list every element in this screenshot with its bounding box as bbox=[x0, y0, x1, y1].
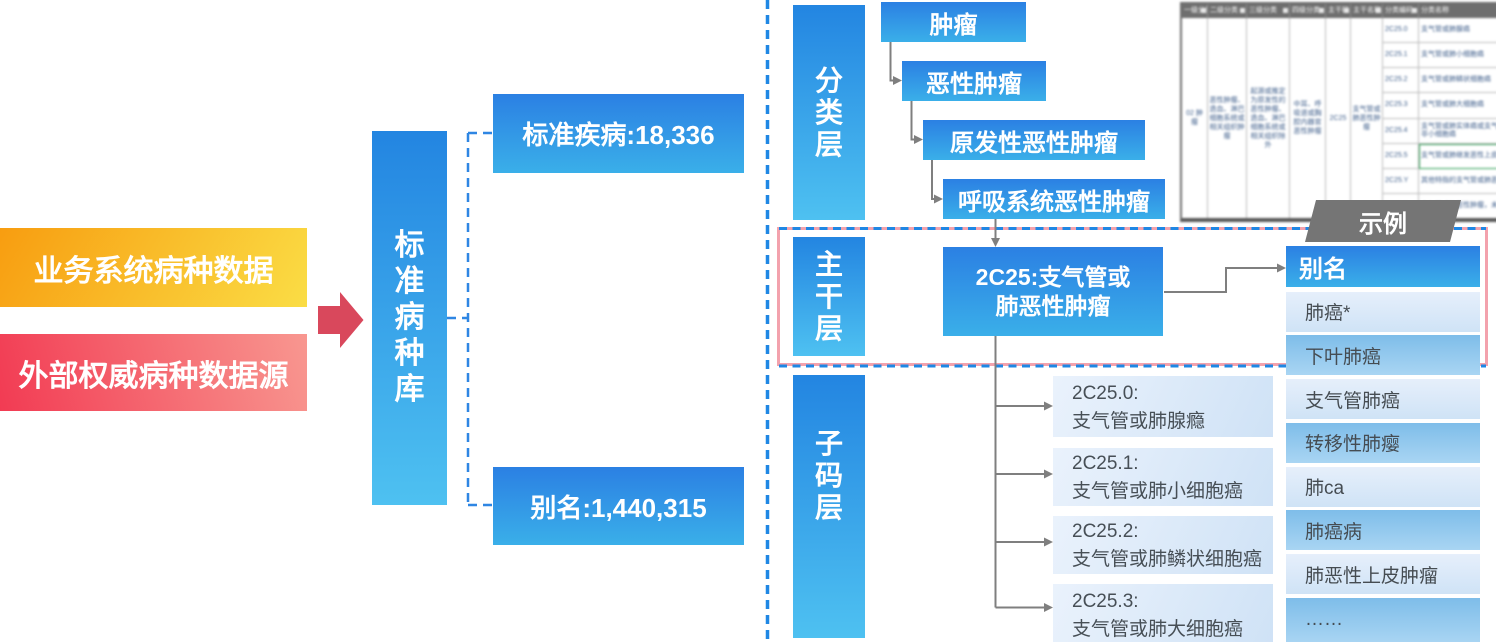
sample-table-header: 分类名称 bbox=[1419, 4, 1496, 18]
sample-table-cell: 支气管或肺实体癌或支气管或肺非小细胞癌 bbox=[1419, 119, 1496, 144]
layer-box-subcode: 子码层 bbox=[793, 375, 865, 638]
tree-node-malignant-tumor-label: 恶性肿瘤 bbox=[926, 70, 1022, 98]
sample-table-cell: 2C25 bbox=[1326, 18, 1351, 218]
alias-panel-header: 别名 bbox=[1286, 246, 1480, 287]
alias-item-label: 肺癌病 bbox=[1305, 521, 1363, 543]
sample-table-header: 二级分类 bbox=[1208, 4, 1247, 18]
sample-table-name-column: 支气管或肺腺癌 支气管或肺小细胞癌 支气管或肺鳞状细胞癌 支气管或肺大细胞癌 支… bbox=[1419, 18, 1496, 218]
tree-node-primary-malignant: 原发性恶性肿瘤 bbox=[923, 120, 1145, 160]
subcode-code: 2C25.2: bbox=[1072, 521, 1139, 542]
layer-box-subcode-label: 子码层 bbox=[814, 427, 843, 523]
alias-item: 下叶肺癌 bbox=[1286, 335, 1480, 376]
alias-item: …… bbox=[1286, 597, 1480, 642]
alias-item: 肺ca bbox=[1286, 466, 1480, 507]
tree-node-tumor: 肿瘤 bbox=[881, 2, 1026, 42]
layer-box-classification: 分类层 bbox=[793, 5, 865, 220]
tree-node-respiratory-malignant: 呼吸系统恶性肿瘤 bbox=[943, 179, 1165, 219]
sample-table-cell: 恶性肿瘤、造血、淋巴细胞系统或相关组织肿瘤 bbox=[1208, 18, 1247, 218]
source-box-business-label: 业务系统病种数据 bbox=[33, 254, 274, 288]
subcode-box-2c25-3: 2C25.3: 支气管或肺大细胞癌 bbox=[1053, 584, 1273, 642]
layer-box-trunk-label: 主干层 bbox=[814, 248, 843, 344]
standard-database-label: 标准病种库 bbox=[394, 229, 425, 406]
subcode-name: 支气管或肺鳞状细胞癌 bbox=[1072, 549, 1263, 570]
sample-table-cell: 支气管或肺腺癌 bbox=[1419, 18, 1496, 44]
source-box-external-label: 外部权威病种数据源 bbox=[18, 359, 289, 393]
subcode-name: 支气管或肺小细胞癌 bbox=[1072, 481, 1244, 502]
alias-item: 转移性肺瘿 bbox=[1286, 422, 1480, 463]
subcode-box-2c25-1: 2C25.1: 支气管或肺小细胞癌 bbox=[1053, 448, 1273, 506]
sample-table-cell: 支气管或肺鳞状细胞癌 bbox=[1419, 68, 1496, 94]
sample-table-screenshot: 一级分类 二级分类 三级分类 四级分类 主干码 主干名称 分类编码 分类名称 0… bbox=[1180, 2, 1496, 222]
tree-node-respiratory-malignant-label: 呼吸系统恶性肿瘤 bbox=[958, 188, 1150, 216]
sample-table-cell: 2C25.5 bbox=[1383, 144, 1418, 169]
alias-item-label: …… bbox=[1305, 609, 1343, 631]
subcode-code: 2C25.3: bbox=[1072, 591, 1139, 612]
standard-database-box: 标准病种库 bbox=[372, 131, 447, 505]
sample-table-cell: 其他特指的支气管或肺恶性肿瘤 bbox=[1419, 169, 1496, 194]
tree-node-primary-malignant-label: 原发性恶性肿瘤 bbox=[950, 129, 1118, 157]
trunk-node-line1: 2C25:支气管或 bbox=[975, 263, 1131, 290]
layer-box-classification-label: 分类层 bbox=[814, 64, 843, 160]
sample-table-header: 三级分类 bbox=[1247, 4, 1290, 18]
source-box-external: 外部权威病种数据源 bbox=[0, 334, 307, 411]
sample-table-cell: 支气管或肺继发恶性上皮肿瘤 bbox=[1419, 143, 1496, 169]
standard-disease-count-label: 标准疾病:18,336 bbox=[522, 120, 715, 150]
sample-table-cell: 支气管或肺大细胞癌 bbox=[1419, 93, 1496, 119]
subcode-code: 2C25.0: bbox=[1072, 382, 1139, 404]
tree-node-malignant-tumor: 恶性肿瘤 bbox=[902, 61, 1046, 101]
sample-table-cell: 2C25.3 bbox=[1383, 93, 1418, 119]
alias-item: 支气管肺癌 bbox=[1286, 379, 1480, 419]
standard-disease-count-box: 标准疾病:18,336 bbox=[493, 94, 744, 173]
subcode-name: 支气管或肺腺瘾 bbox=[1072, 410, 1206, 432]
alias-item-label: 肺恶性上皮肿瘤 bbox=[1305, 565, 1439, 587]
source-box-business: 业务系统病种数据 bbox=[0, 228, 307, 307]
sample-table-cell: 2C25.0 bbox=[1383, 18, 1418, 44]
alias-panel-header-label: 别名 bbox=[1299, 256, 1347, 283]
subcode-code: 2C25.1: bbox=[1072, 453, 1139, 474]
trunk-node-line2: 肺恶性肿瘤 bbox=[995, 292, 1111, 319]
subcode-box-2c25-2: 2C25.2: 支气管或肺鳞状细胞癌 bbox=[1053, 516, 1273, 574]
subcode-box-2c25-0: 2C25.0: 支气管或肺腺瘾 bbox=[1053, 376, 1273, 437]
bracket-dashed-lines bbox=[447, 131, 493, 507]
subcode-name: 支气管或肺大细胞癌 bbox=[1072, 619, 1244, 640]
sample-table-cell: 中耳、呼吸道或胸腔内器官恶性肿瘤 bbox=[1290, 18, 1326, 218]
alias-item: 肺癌* bbox=[1286, 291, 1480, 332]
sample-table-header: 分类编码 bbox=[1383, 4, 1419, 18]
alias-count-label: 别名:1,440,315 bbox=[530, 492, 707, 523]
sample-table-cell: 2C25.Y bbox=[1383, 169, 1418, 194]
sample-table-cell: 2C25.1 bbox=[1383, 43, 1418, 69]
flow-arrow bbox=[318, 292, 364, 348]
alias-item-label: 转移性肺瘿 bbox=[1305, 434, 1401, 456]
sample-table-cell: 02 肿瘤 bbox=[1182, 18, 1208, 218]
sample-table-header: 一级分类 bbox=[1182, 4, 1208, 18]
sample-table-code-column: 2C25.0 2C25.1 2C25.2 2C25.3 2C25.4 2C25.… bbox=[1383, 18, 1419, 218]
layer-box-trunk: 主干层 bbox=[793, 237, 865, 356]
sample-table-header-row: 一级分类 二级分类 三级分类 四级分类 主干码 主干名称 分类编码 分类名称 bbox=[1182, 4, 1496, 18]
alias-item: 肺癌病 bbox=[1286, 510, 1480, 551]
sample-table-cell: 支气管或肺恶性肿瘤 bbox=[1351, 18, 1383, 218]
alias-count-box: 别名:1,440,315 bbox=[493, 467, 744, 545]
tree-node-tumor-label: 肿瘤 bbox=[929, 11, 978, 39]
sample-table-cell: 2C25.4 bbox=[1383, 119, 1418, 144]
alias-item: 肺恶性上皮肿瘤 bbox=[1286, 554, 1480, 594]
sample-tag-label: 示例 bbox=[1359, 210, 1407, 238]
sample-table-header: 主干码 bbox=[1326, 4, 1351, 18]
sample-table-cell: 2C25.2 bbox=[1383, 68, 1418, 94]
alias-item-label: 肺ca bbox=[1305, 478, 1345, 499]
sample-table-cell: 支气管或肺小细胞癌 bbox=[1419, 43, 1496, 69]
sample-table-header: 主干名称 bbox=[1351, 4, 1383, 18]
sample-table-cell: 起源或推定为原发性的恶性肿瘤、造血、淋巴细胞系统或相关组织除外 bbox=[1247, 18, 1290, 218]
alias-item-label: 下叶肺癌 bbox=[1305, 346, 1382, 368]
alias-item-label: 肺癌* bbox=[1305, 303, 1351, 324]
sample-tag: 示例 bbox=[1305, 200, 1461, 242]
sample-table-header: 四级分类 bbox=[1290, 4, 1326, 18]
trunk-node-2c25: 2C25:支气管或 肺恶性肿瘤 bbox=[943, 247, 1163, 336]
alias-item-label: 支气管肺癌 bbox=[1305, 390, 1401, 412]
